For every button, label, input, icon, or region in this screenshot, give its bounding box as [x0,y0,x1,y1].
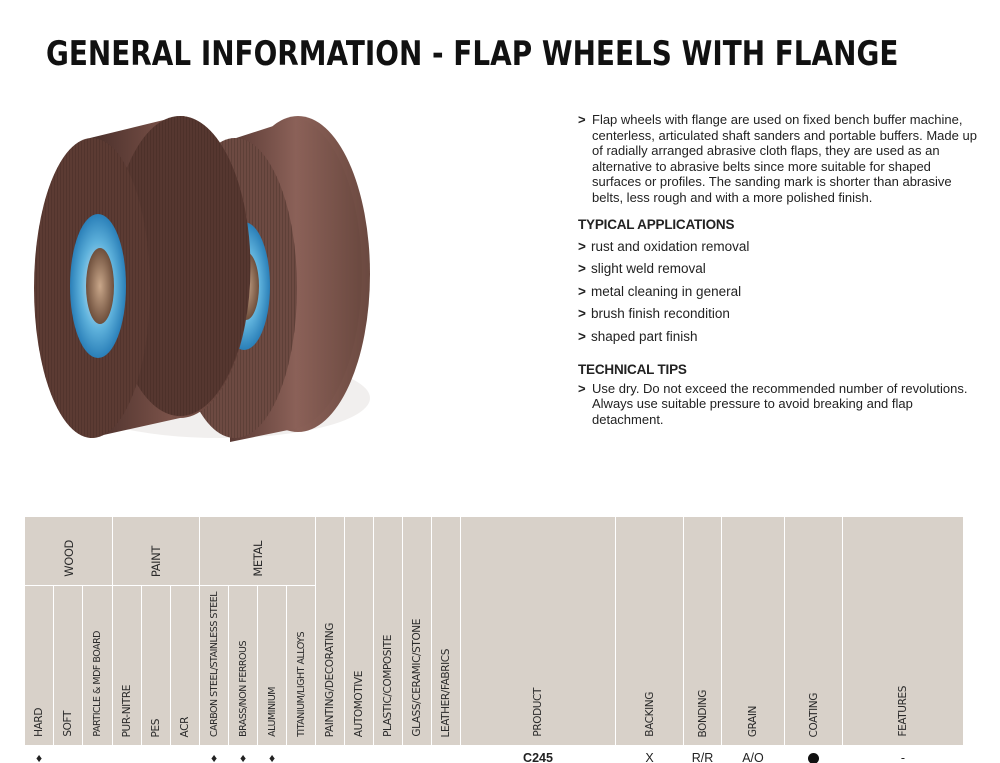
features-value: - [842,745,964,763]
col-titanium: TITANIUM/LIGHT ALLOYS [286,584,316,747]
col-particle-mdf: PARTICLE & MDF BOARD [82,584,113,747]
bullet-marker: > [578,112,586,127]
list-item: >rust and oxidation removal [578,236,978,259]
list-item: >brush finish recondition [578,303,978,326]
col-coating: COATING [784,515,843,747]
closed-coat-dot-icon [808,753,819,763]
product-code: C245 [460,745,616,763]
technical-tips-heading: TECHNICAL TIPS [578,362,687,377]
col-soft: SOFT [53,584,83,747]
col-acr: ACR [170,584,200,747]
col-grain: GRAIN [721,515,785,747]
col-plastic: PLASTIC/COMPOSITE [373,515,403,747]
group-paint: PAINT [112,516,200,586]
hard-mark: ♦ [24,745,54,763]
bullet-marker: > [578,283,586,299]
aluminium-mark: ♦ [257,745,287,763]
col-bonding: BONDING [683,515,722,747]
col-pes: PES [141,584,171,747]
col-carbon-steel: CARBON STEEL/STAINLESS STEEL [199,584,229,747]
col-product: PRODUCT [460,515,616,747]
list-item: >shaped part finish [578,326,978,349]
col-hard: HARD [24,584,54,747]
info-text: > Flap wheels with flange are used on fi… [578,112,978,427]
flap-wheels-image [34,116,370,442]
table-row: ♦ ♦ ♦ ♦ C245 X R/R A/O - [24,745,964,763]
brass-mark: ♦ [228,745,258,763]
coating-value [784,745,843,763]
grain-value: A/O [721,745,785,763]
intro-paragraph: > Flap wheels with flange are used on fi… [578,112,978,205]
col-leather: LEATHER/FABRICS [431,515,461,747]
backing-value: X [615,745,684,763]
intro-text: Flap wheels with flange are used on fixe… [592,112,977,205]
application-table: WOOD PAINT METAL PAINTING/DECORATING AUT… [24,515,964,763]
group-wood: WOOD [24,516,113,586]
col-aluminium: ALUMINIUM [257,584,287,747]
bullet-marker: > [578,380,586,396]
bullet-marker: > [578,261,586,276]
col-automotive: AUTOMOTIVE [344,515,374,747]
col-brass: BRASS/NON FERROUS [228,584,258,747]
col-painting: PAINTING/DECORATING [315,515,345,747]
tip-item: > Use dry. Do not exceed the recommended… [578,380,968,427]
bullet-marker: > [578,328,586,344]
list-item: >metal cleaning in general [578,281,978,304]
list-item: >slight weld removal [578,258,978,281]
typical-applications-heading: TYPICAL APPLICATIONS [578,217,735,232]
bullet-marker: > [578,238,586,254]
page-title: GENERAL INFORMATION - FLAP WHEELS WITH F… [46,34,899,74]
bullet-marker: > [578,306,586,321]
col-backing: BACKING [615,515,684,747]
bonding-value: R/R [683,745,722,763]
col-features: FEATURES [842,515,964,747]
group-metal: METAL [199,516,316,586]
carbon-steel-mark: ♦ [199,745,229,763]
col-pur-nitre: PUR-NITRE [112,584,142,747]
col-glass: GLASS/CERAMIC/STONE [402,515,432,747]
